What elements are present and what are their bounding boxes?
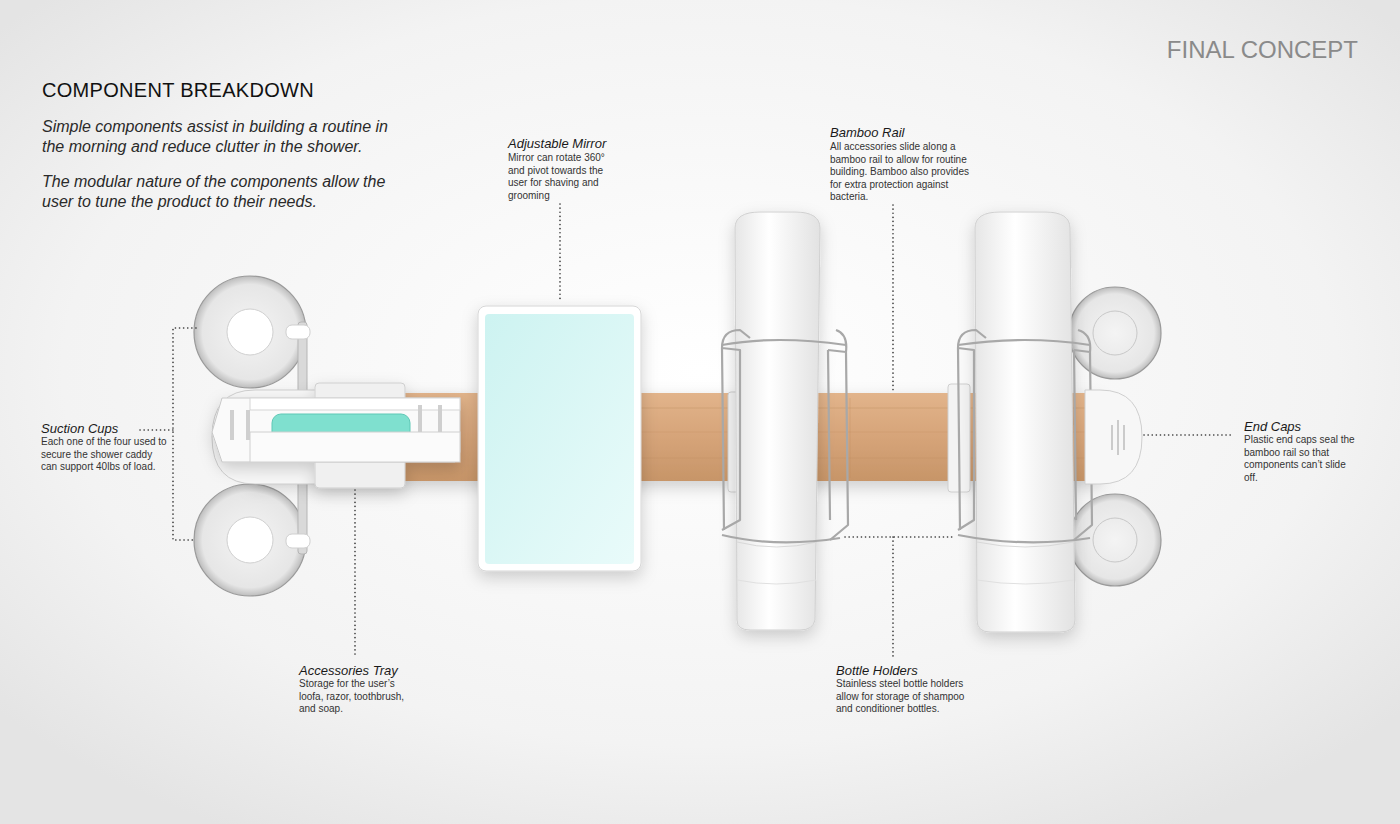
- part-description: Each one of the four used to secure the …: [41, 436, 171, 474]
- part-name: Bottle Holders: [836, 663, 1006, 679]
- part-name: Accessories Tray: [299, 663, 469, 679]
- part-description: Mirror can rotate 360° and pivot towards…: [508, 152, 620, 202]
- intro-note: The modular nature of the components all…: [42, 172, 402, 212]
- leader-line: [845, 537, 955, 656]
- leader-line: [140, 328, 196, 540]
- part-name: End Caps: [1244, 419, 1384, 435]
- leader-line: [1144, 434, 1234, 436]
- part-name: Suction Cups: [41, 421, 161, 437]
- leader-line: [892, 205, 894, 392]
- part-description: Plastic end caps seal the bamboo rail so…: [1244, 434, 1362, 484]
- diagram-title: COMPONENT BREAKDOWN: [42, 79, 314, 102]
- leader-line: [354, 490, 356, 656]
- bottle-holders: [722, 212, 1092, 632]
- part-name: Bamboo Rail: [830, 125, 1000, 141]
- accessories-tray: [212, 383, 460, 488]
- adjustable-mirror: [478, 306, 641, 571]
- intro-note: Simple components assist in building a r…: [42, 117, 402, 157]
- end-cap-right: [1085, 390, 1142, 484]
- part-name: Adjustable Mirror: [508, 136, 678, 152]
- leader-lines: [140, 204, 1234, 656]
- page-tag: FINAL CONCEPT: [1000, 36, 1358, 65]
- leader-line: [559, 204, 561, 302]
- part-description: Stainless steel bottle holders allow for…: [836, 678, 966, 716]
- part-description: Storage for the user’s loofa, razor, too…: [299, 678, 417, 716]
- part-description: All accessories slide along a bamboo rai…: [830, 141, 980, 204]
